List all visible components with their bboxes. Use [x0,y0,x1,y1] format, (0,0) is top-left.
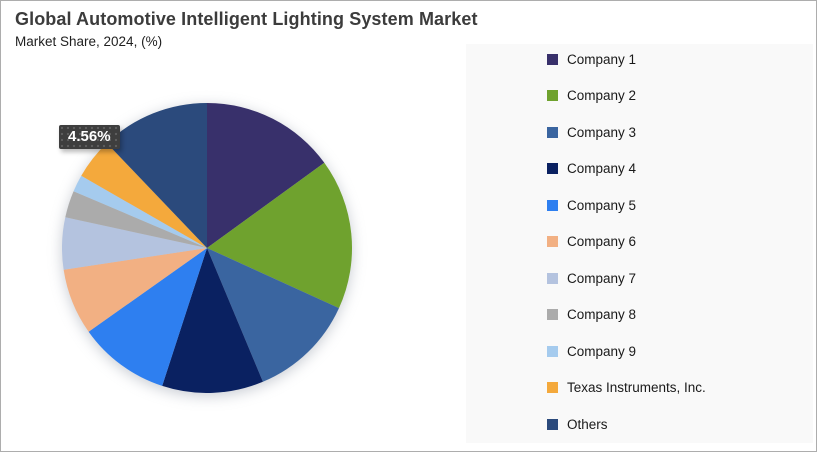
legend-swatch-company-9 [547,345,558,357]
legend-label: Company 7 [567,270,637,286]
legend-item-company-5: Company 5 [547,187,813,224]
pie-chart [62,103,353,393]
legend-swatch-company-7 [547,272,558,284]
legend-item-company-2: Company 2 [547,78,813,115]
legend-label: Others [567,416,608,432]
legend-label: Company 8 [567,307,637,323]
legend-item-company-9: Company 9 [547,333,813,370]
pie-slice-company-6 [63,248,208,332]
legend-item-company-4: Company 4 [547,151,813,188]
legend-label: Company 1 [567,51,637,67]
legend-swatch-company-4 [547,163,558,175]
legend-item-company-8: Company 8 [547,297,813,334]
legend-label: Company 6 [567,234,637,250]
legend-item-company-3: Company 3 [547,114,813,151]
legend-swatch-texas-instruments-inc [547,382,558,394]
legend-label: Company 5 [567,197,637,213]
pie-slice-company-9 [73,175,207,248]
pie-slice-company-1 [207,103,325,248]
legend-item-company-6: Company 6 [547,224,813,261]
chart-subtitle: Market Share, 2024, (%) [15,34,163,49]
pie-slice-company-4 [162,248,263,393]
legend-swatch-company-2 [547,90,558,102]
pie-slice-company-3 [207,248,339,382]
legend-swatch-company-1 [547,53,558,65]
legend-swatch-company-3 [547,126,558,138]
pie-slice-texas-instruments-inc [81,143,207,248]
legend-swatch-company-8 [547,309,558,321]
pie-slice-company-2 [207,162,353,309]
legend-item-texas-instruments-inc: Texas Instruments, Inc. [547,370,813,407]
legend-label: Company 3 [567,124,637,140]
legend-swatch-others [547,418,558,430]
data-label-callout: 4.56% [59,125,120,149]
pie-slice-others [106,103,207,248]
legend-label: Texas Instruments, Inc. [567,380,706,396]
legend: Company 1 Company 2 Company 3 Company 4 Comp… [466,41,813,443]
legend-label: Company 2 [567,88,637,104]
legend-item-company-7: Company 7 [547,260,813,297]
legend-label: Company 4 [567,161,637,177]
pie-slice-company-7 [62,217,207,270]
chart-title: Global Automotive Intelligent Lighting S… [15,9,478,29]
legend-item-others: Others [547,406,813,443]
legend-item-company-1: Company 1 [547,41,813,78]
legend-swatch-company-5 [547,199,558,211]
legend-panel: Company 1 Company 2 Company 3 Company 4 Comp… [466,44,813,443]
legend-swatch-company-6 [547,236,558,248]
pie-slice-company-5 [88,248,207,386]
legend-label: Company 9 [567,343,637,359]
pie-slice-company-8 [65,191,207,248]
